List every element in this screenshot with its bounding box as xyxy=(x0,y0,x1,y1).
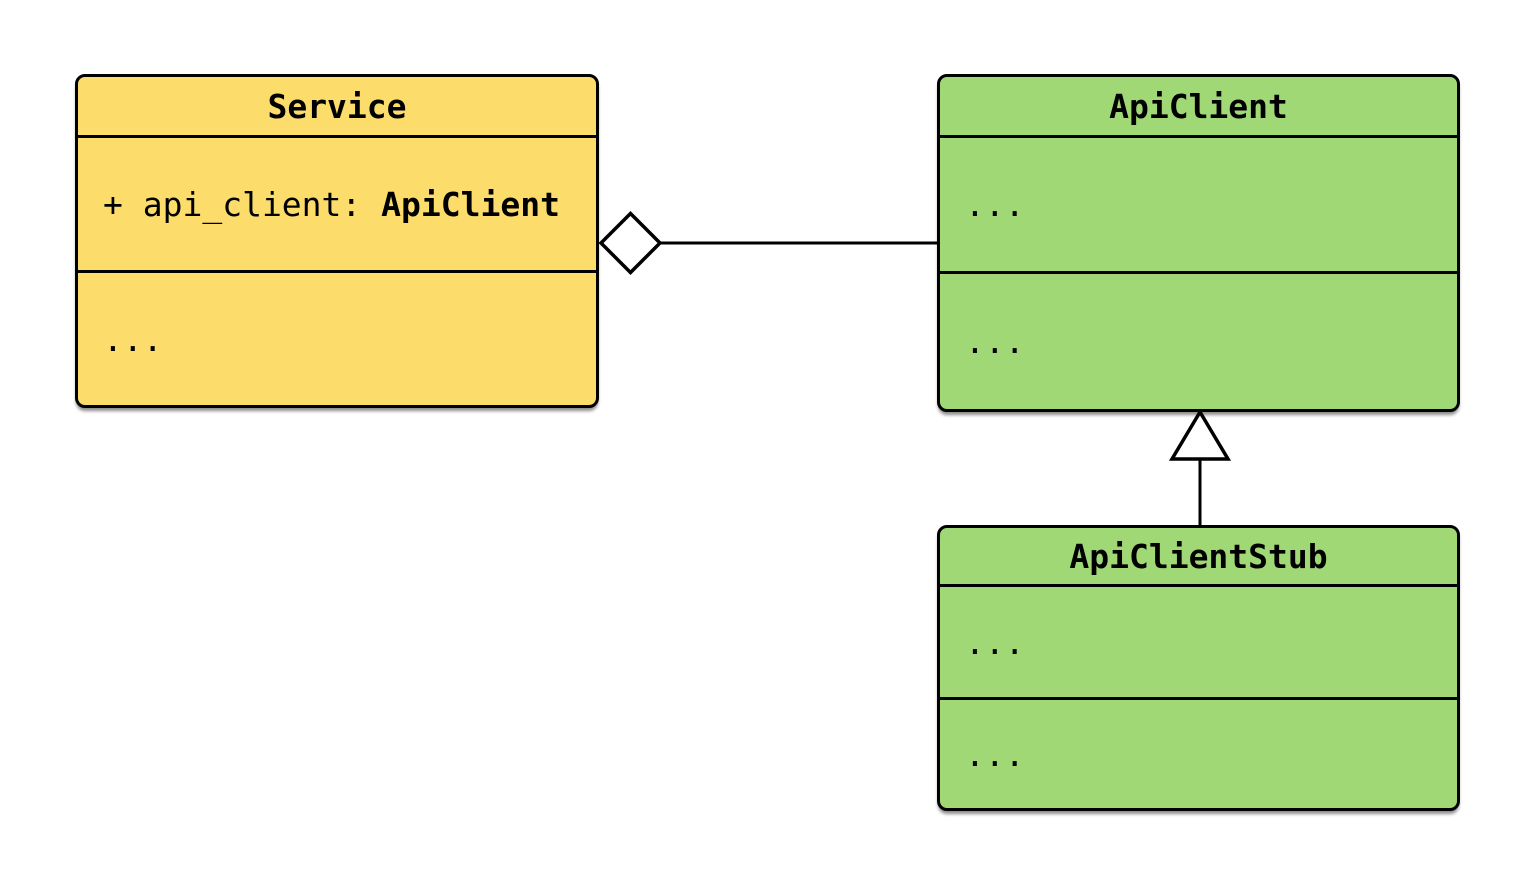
class-box-service: Service + api_client: ApiClient ... xyxy=(75,74,599,408)
inheritance-triangle-icon xyxy=(1168,408,1232,461)
class-attributes-apiclientstub: ... xyxy=(940,587,1457,700)
attribute-name: + api_client: xyxy=(103,184,382,224)
class-methods-apiclient: ... xyxy=(965,322,1025,361)
aggregation-diamond-icon xyxy=(598,211,663,275)
class-attributes-service: + api_client: ApiClient xyxy=(78,138,596,273)
class-methods-apiclientstub: ... xyxy=(965,734,1025,774)
class-title-service: Service xyxy=(78,77,596,138)
class-title-apiclientstub: ApiClientStub xyxy=(940,528,1457,587)
class-methods-service: ... xyxy=(103,319,163,359)
class-box-apiclientstub: ApiClientStub ... ... xyxy=(937,525,1460,811)
class-attributes-apiclient: ... xyxy=(940,138,1457,274)
attribute-type: ApiClient xyxy=(381,184,560,224)
class-title-apiclient: ApiClient xyxy=(940,77,1457,138)
class-box-apiclient: ApiClient ... ... xyxy=(937,74,1460,412)
